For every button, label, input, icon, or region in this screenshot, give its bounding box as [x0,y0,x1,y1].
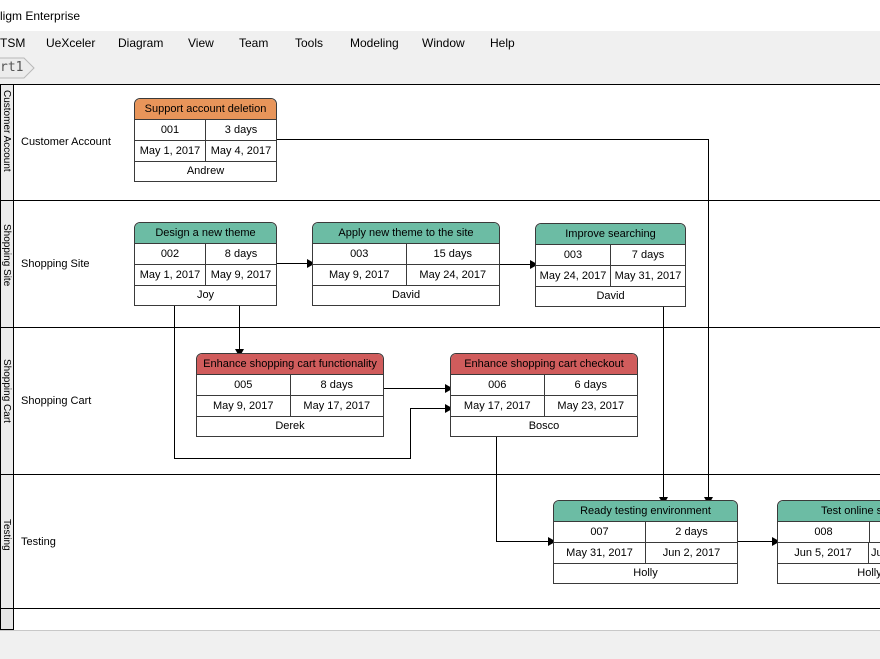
breadcrumb-bar: rt1 [0,54,880,83]
task-start: Jun 5, 2017 [778,543,868,563]
task-start: May 9, 2017 [313,265,406,285]
task-start: May 1, 2017 [135,265,205,285]
task-title: Improve searching [536,224,685,245]
lane-side-label: Customer Account [1,90,12,172]
status-bar [0,630,880,659]
task-owner: Derek [197,417,383,436]
task-duration: 3 days [205,120,276,140]
task-id: 003 [313,244,406,264]
lane-label-shopping-cart: Shopping Cart [21,395,91,407]
window-title: ligm Enterprise [0,9,80,23]
task-duration: 6 days [544,375,638,395]
task-end: May 17, 2017 [290,396,384,416]
task-id: 005 [197,375,290,395]
task-owner: David [313,286,499,305]
task-title: Ready testing environment [554,501,737,522]
task-owner: Holly [554,564,737,583]
task-id: 002 [135,244,205,264]
lane-label-customer-account: Customer Account [21,136,111,148]
lane-side-label: Shopping Site [1,224,12,286]
menu-team[interactable]: Team [239,36,268,50]
menu-view[interactable]: View [188,36,214,50]
task-end: May 24, 2017 [406,265,500,285]
task-duration [869,522,880,542]
lane-side-strip: Customer Account Shopping Site Shopping … [0,84,13,608]
task-end: May 31, 2017 [610,266,685,286]
task-duration: 8 days [205,244,276,264]
breadcrumb[interactable]: rt1 [0,57,34,77]
task-title: Enhance shopping cart functionality [197,354,383,375]
task-id: 007 [554,522,645,542]
task-duration: 7 days [610,245,685,265]
task-id: 006 [451,375,544,395]
menu-help[interactable]: Help [490,36,515,50]
task-owner: David [536,287,685,306]
task-duration: 2 days [645,522,737,542]
task-owner: Andrew [135,162,276,181]
task-end: May 9, 2017 [205,265,276,285]
breadcrumb-label: rt1 [0,60,23,75]
task-end: May 23, 2017 [544,396,638,416]
lane-label-shopping-site: Shopping Site [21,258,90,270]
task-owner: Holly [778,564,880,583]
diagram-canvas[interactable]: Customer Account Shopping Site Shopping … [0,84,880,630]
task-id: 008 [778,522,869,542]
menu-uexceler[interactable]: UeXceler [46,36,95,50]
task-title: Enhance shopping cart checkout [451,354,637,375]
task-duration: 15 days [406,244,500,264]
menu-bar: TSM UeXceler Diagram View Team Tools Mod… [0,31,880,54]
task-end: Ju [868,543,880,563]
lane-side-label: Testing [1,519,12,551]
task-owner: Bosco [451,417,637,436]
task-title: Test online s [778,501,880,522]
task-title: Support account deletion [135,99,276,120]
task-title: Design a new theme [135,223,276,244]
lane-side-label: Shopping Cart [1,359,12,423]
menu-tsm[interactable]: TSM [0,36,25,50]
task-id: 003 [536,245,610,265]
task-end: Jun 2, 2017 [645,543,737,563]
menu-diagram[interactable]: Diagram [118,36,163,50]
task-owner: Joy [135,286,276,305]
task-id: 001 [135,120,205,140]
task-duration: 8 days [290,375,384,395]
task-end: May 4, 2017 [205,141,276,161]
menu-modeling[interactable]: Modeling [350,36,399,50]
lane-label-testing: Testing [21,536,56,548]
title-bar: ligm Enterprise [0,0,880,31]
swimlane-grid [0,84,880,630]
task-start: May 1, 2017 [135,141,205,161]
menu-window[interactable]: Window [422,36,465,50]
menu-tools[interactable]: Tools [295,36,323,50]
task-title: Apply new theme to the site [313,223,499,244]
task-start: May 9, 2017 [197,396,290,416]
task-start: May 31, 2017 [554,543,645,563]
task-start: May 24, 2017 [536,266,610,286]
task-start: May 17, 2017 [451,396,544,416]
